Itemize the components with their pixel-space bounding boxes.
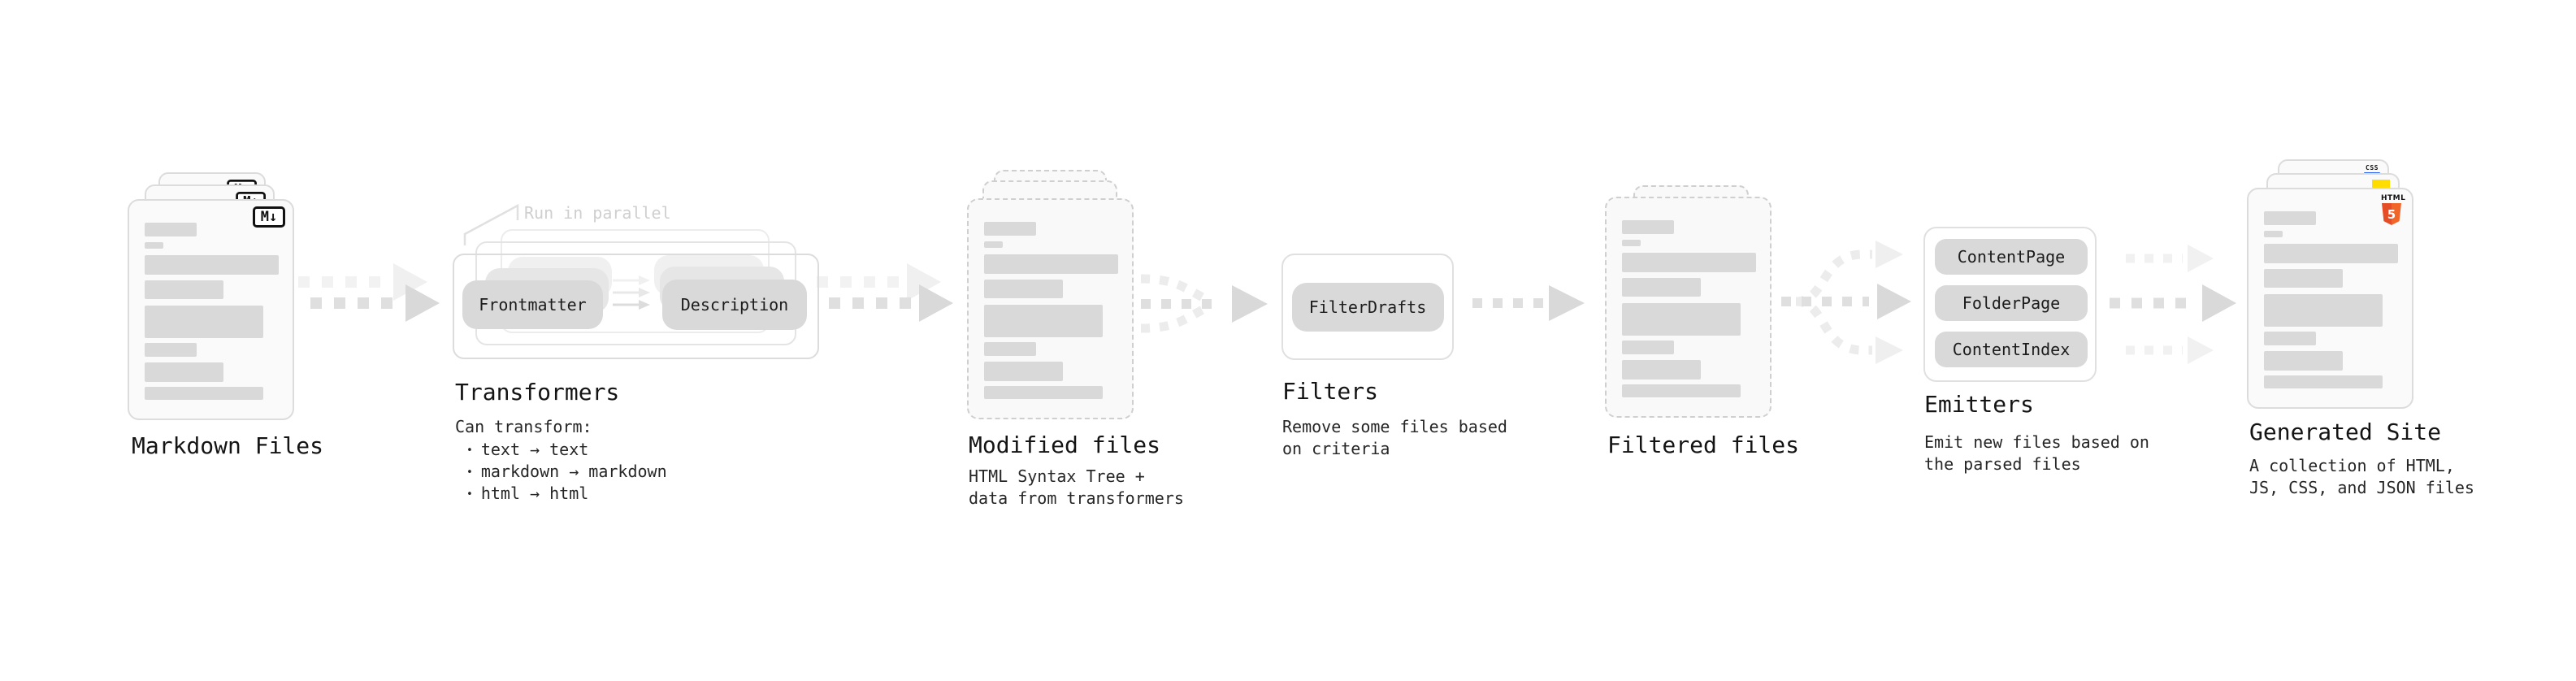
js-icon xyxy=(2372,180,2390,190)
filters-desc: Remove some files based xyxy=(1282,417,1507,436)
skeleton-bar xyxy=(984,254,1118,274)
generated-site-desc: JS, CSS, and JSON files xyxy=(2249,478,2474,497)
skeleton-bar xyxy=(1622,384,1741,397)
skeleton-bar xyxy=(2264,294,2383,327)
skeleton-bar xyxy=(984,362,1063,381)
modified-files-label: Modified files xyxy=(969,432,1161,458)
transform-item: • text → text xyxy=(466,440,588,459)
html5-icon-shield: 5 xyxy=(2382,203,2401,225)
skeleton-bar xyxy=(1622,278,1701,297)
emitters-desc: Emit new files based on xyxy=(1924,432,2149,452)
description-pill: Description xyxy=(662,280,807,330)
skeleton-bar xyxy=(984,280,1063,298)
transform-item: • markdown → markdown xyxy=(466,462,667,481)
skeleton-bar xyxy=(2264,269,2343,288)
skeleton-bar xyxy=(984,342,1036,356)
skeleton-bar xyxy=(145,280,223,299)
skeleton-bar xyxy=(145,223,197,236)
html5-icon-word: HTML xyxy=(2381,194,2406,202)
contentindex-pill: ContentIndex xyxy=(1935,332,2088,367)
skeleton-bar xyxy=(1622,220,1674,234)
bullet-icon: • xyxy=(466,488,473,501)
transformers-label: Transformers xyxy=(455,379,620,406)
markdown-icon: M↓ xyxy=(253,206,285,228)
filters-panel: FilterDrafts xyxy=(1281,254,1454,360)
run-in-parallel-note: Run in parallel xyxy=(524,203,671,223)
skeleton-bar xyxy=(1622,240,1641,246)
emitters-desc: the parsed files xyxy=(1924,454,2081,474)
modified-files-desc: data from transformers xyxy=(969,488,1184,508)
skeleton-bar xyxy=(2264,351,2343,371)
skeleton-bar xyxy=(2264,244,2398,263)
skeleton-bar xyxy=(145,362,223,382)
filtered-files-label: Filtered files xyxy=(1607,432,1800,458)
skeleton-bar xyxy=(1622,360,1701,380)
css-icon-word: CSS xyxy=(2366,164,2379,171)
html5-icon-number: 5 xyxy=(2387,206,2396,222)
skeleton-bar xyxy=(984,241,1003,248)
skeleton-bar xyxy=(1622,303,1741,336)
bullet-icon: • xyxy=(466,445,473,457)
skeleton-bar xyxy=(984,222,1036,236)
skeleton-bar xyxy=(145,387,263,400)
html5-icon: HTML 5 xyxy=(2381,194,2406,225)
skeleton-bar xyxy=(984,386,1103,399)
emitters-label: Emitters xyxy=(1924,391,2034,418)
skeleton-bar xyxy=(145,242,163,249)
filters-desc: on criteria xyxy=(1282,439,1390,458)
filterdrafts-pill: FilterDrafts xyxy=(1291,282,1444,332)
frontmatter-pill: Frontmatter xyxy=(462,280,603,329)
transform-item-text: html → html xyxy=(480,484,589,503)
markdown-files-label: Markdown Files xyxy=(132,432,324,459)
skeleton-bar xyxy=(145,255,279,275)
markdown-file-card: M↓ xyxy=(128,199,294,420)
emitters-panel: ContentPage FolderPage ContentIndex xyxy=(1923,227,2097,382)
html-file-card: HTML 5 xyxy=(2247,188,2413,409)
generated-site-label: Generated Site xyxy=(2249,419,2442,445)
skeleton-bar xyxy=(2264,211,2316,225)
skeleton-bar xyxy=(145,306,263,338)
filters-label: Filters xyxy=(1282,378,1379,405)
skeleton-bar xyxy=(2264,375,2383,388)
skeleton-bar xyxy=(984,305,1103,337)
modified-file-card xyxy=(967,198,1134,419)
generated-site-desc: A collection of HTML, xyxy=(2249,456,2455,475)
skeleton-bar xyxy=(145,343,197,357)
folderpage-pill: FolderPage xyxy=(1935,285,2088,321)
transform-item: • html → html xyxy=(466,484,588,503)
transformers-desc-heading: Can transform: xyxy=(455,417,592,436)
transform-item-text: markdown → markdown xyxy=(480,462,667,481)
modified-files-desc: HTML Syntax Tree + xyxy=(969,466,1145,486)
skeleton-bar xyxy=(2264,231,2283,237)
transform-item-text: text → text xyxy=(480,440,589,459)
markdown-icon-glyph: M↓ xyxy=(260,209,278,225)
skeleton-bar xyxy=(1622,340,1674,354)
filtered-file-card xyxy=(1605,197,1772,418)
transformer-box xyxy=(453,254,819,359)
bullet-icon: • xyxy=(466,466,473,479)
skeleton-bar xyxy=(2264,332,2316,345)
contentpage-pill: ContentPage xyxy=(1935,239,2088,275)
skeleton-bar xyxy=(1622,253,1756,272)
